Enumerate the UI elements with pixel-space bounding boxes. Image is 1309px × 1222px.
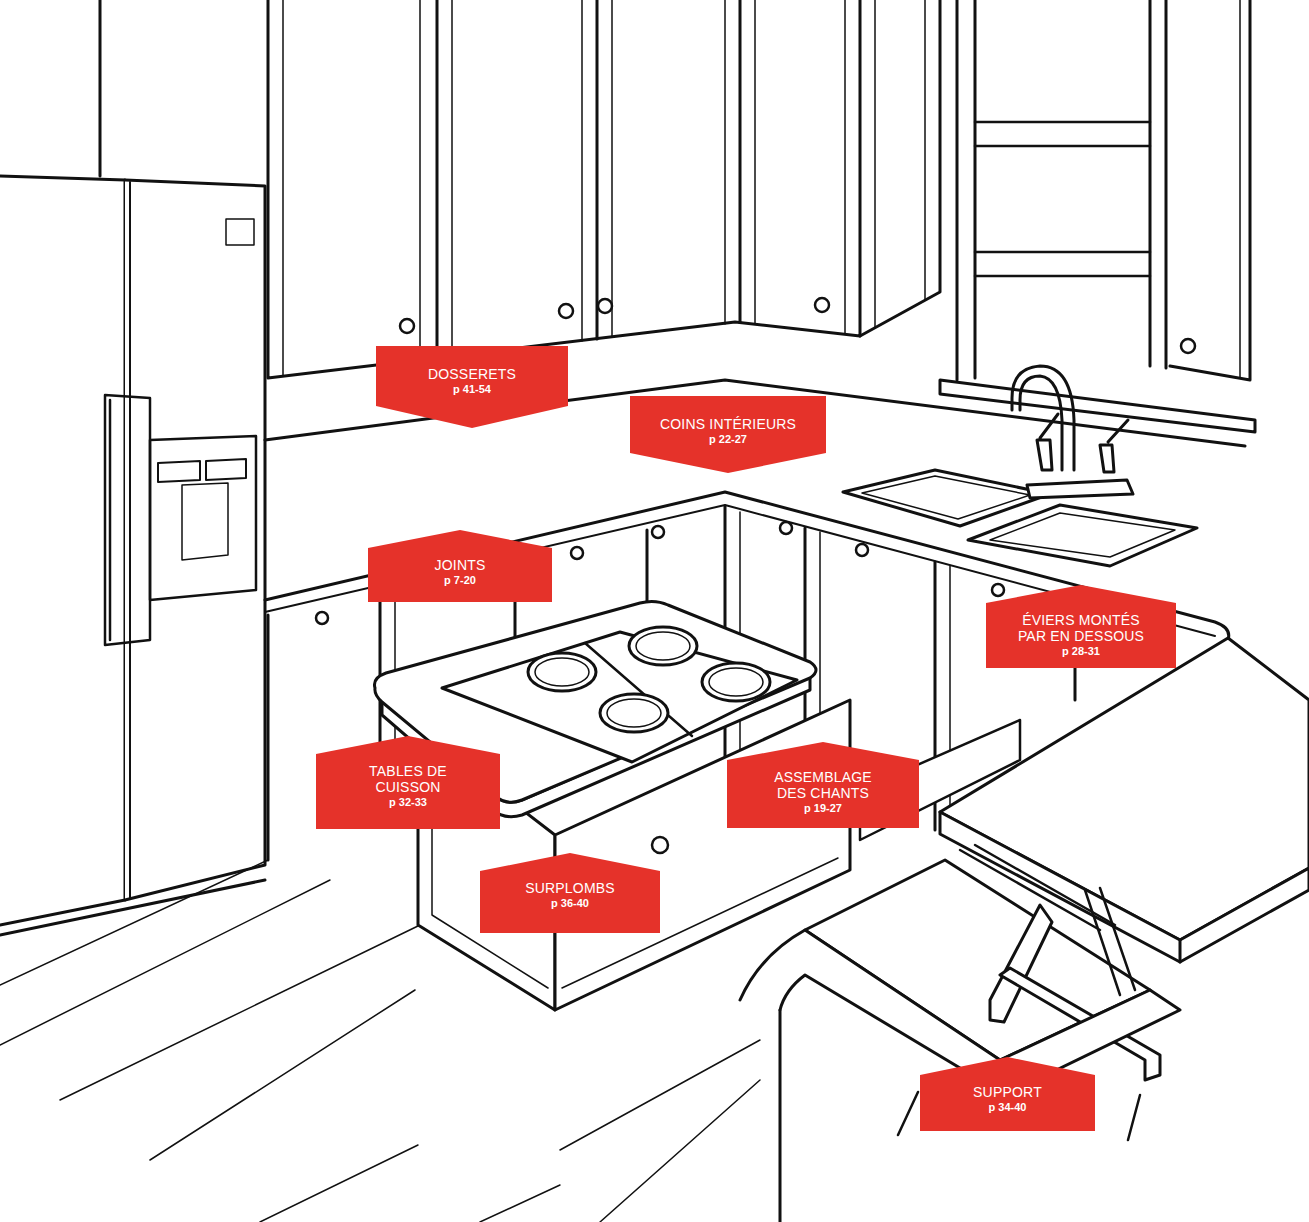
line-art xyxy=(105,395,150,645)
line-art xyxy=(940,380,1255,432)
line-art xyxy=(860,0,940,336)
line-art xyxy=(1170,0,1250,380)
tag-fill xyxy=(727,742,919,828)
upper-cabinets xyxy=(100,0,1250,380)
line-art xyxy=(182,483,228,560)
line-art xyxy=(815,298,829,312)
line-art xyxy=(1100,420,1128,472)
line-art xyxy=(99,0,102,176)
window xyxy=(940,0,1255,432)
page-reference: p 34-40 xyxy=(928,1100,1088,1115)
line-art xyxy=(283,0,1240,378)
callout-heading: TABLES DE CUISSON xyxy=(353,763,463,795)
line-art xyxy=(600,694,668,732)
line-art xyxy=(268,0,860,378)
line-art xyxy=(559,304,573,318)
line-art xyxy=(709,668,763,696)
line-art xyxy=(607,699,661,727)
tag-fill xyxy=(376,346,568,428)
line-art xyxy=(780,522,792,534)
callout-tag: JOINTSp 7-20 xyxy=(368,530,552,602)
refrigerator xyxy=(0,176,265,935)
callout-tag: SURPLOMBSp 36-40 xyxy=(480,853,660,933)
line-art xyxy=(975,122,1150,276)
callout-heading: COINS INTÉRIEURS xyxy=(633,416,823,432)
line-art xyxy=(442,632,797,762)
line-art xyxy=(437,0,740,358)
line-art xyxy=(129,182,131,898)
line-art xyxy=(528,653,596,691)
callout-tag: SUPPORTp 34-40 xyxy=(920,1057,1095,1131)
callout-tag: DOSSERETSp 41-54 xyxy=(376,346,568,428)
line-art xyxy=(702,663,770,701)
line-art xyxy=(1037,414,1058,470)
callout-heading: JOINTS xyxy=(375,557,545,573)
line-art xyxy=(226,219,254,245)
line-art xyxy=(992,584,1004,596)
line-art xyxy=(1012,366,1074,470)
line-art xyxy=(990,905,1052,1022)
callout-heading: SUPPORT xyxy=(928,1084,1088,1100)
sink xyxy=(843,470,1197,566)
line-art xyxy=(957,0,1166,380)
page-reference: p 36-40 xyxy=(485,896,655,911)
callout-heading: SURPLOMBS xyxy=(485,880,655,896)
line-art xyxy=(968,505,1197,566)
line-art xyxy=(779,1010,782,1222)
line-art xyxy=(598,299,612,313)
line-art xyxy=(400,319,414,333)
line-art xyxy=(0,880,265,935)
line-art xyxy=(629,627,697,665)
page-reference: p 32-33 xyxy=(353,795,463,810)
callout-heading: ÉVIERS MONTÉS PAR EN DESSOUS xyxy=(1016,612,1146,644)
page-reference: p 19-27 xyxy=(767,801,879,816)
line-art xyxy=(1181,339,1195,353)
page-reference: p 22-27 xyxy=(633,432,823,447)
callout-tag: COINS INTÉRIEURSp 22-27 xyxy=(630,396,826,473)
tag-fill xyxy=(920,1057,1095,1131)
page-reference: p 7-20 xyxy=(375,573,545,588)
line-art xyxy=(862,476,1030,519)
tag-fill xyxy=(986,585,1176,668)
line-art xyxy=(158,459,246,482)
cabinet-door-lines xyxy=(283,0,1240,378)
faucet xyxy=(1012,366,1133,498)
line-art xyxy=(571,547,583,559)
line-art xyxy=(652,526,664,538)
callout-tag: TABLES DE CUISSONp 32-33 xyxy=(316,736,500,829)
tag-fill xyxy=(630,396,826,473)
line-art xyxy=(856,544,868,556)
line-art xyxy=(316,612,328,624)
support-bracket xyxy=(740,845,1180,1222)
tag-fill xyxy=(316,736,500,829)
line-art xyxy=(843,470,1050,526)
page-reference: p 41-54 xyxy=(382,382,562,397)
tag-fill xyxy=(368,530,552,602)
tag-fill xyxy=(480,853,660,933)
line-art xyxy=(535,658,589,686)
cooktop xyxy=(442,627,797,762)
line-art xyxy=(636,632,690,660)
line-art xyxy=(990,513,1175,557)
callout-heading: DOSSERETS xyxy=(382,366,562,382)
line-art xyxy=(1085,888,1135,995)
callout-tag: ASSEMBLAGE DES CHANTSp 19-27 xyxy=(727,742,919,828)
line-art xyxy=(125,180,265,900)
line-art xyxy=(150,436,256,600)
line-art xyxy=(1179,940,1182,962)
line-art xyxy=(652,837,668,853)
line-art xyxy=(1020,376,1062,470)
callout-tag: ÉVIERS MONTÉS PAR EN DESSOUSp 28-31 xyxy=(986,585,1176,668)
page-reference: p 28-31 xyxy=(1016,644,1146,659)
callout-heading: ASSEMBLAGE DES CHANTS xyxy=(767,769,879,801)
line-art xyxy=(1027,480,1133,498)
cabinet-knobs xyxy=(400,298,1195,353)
